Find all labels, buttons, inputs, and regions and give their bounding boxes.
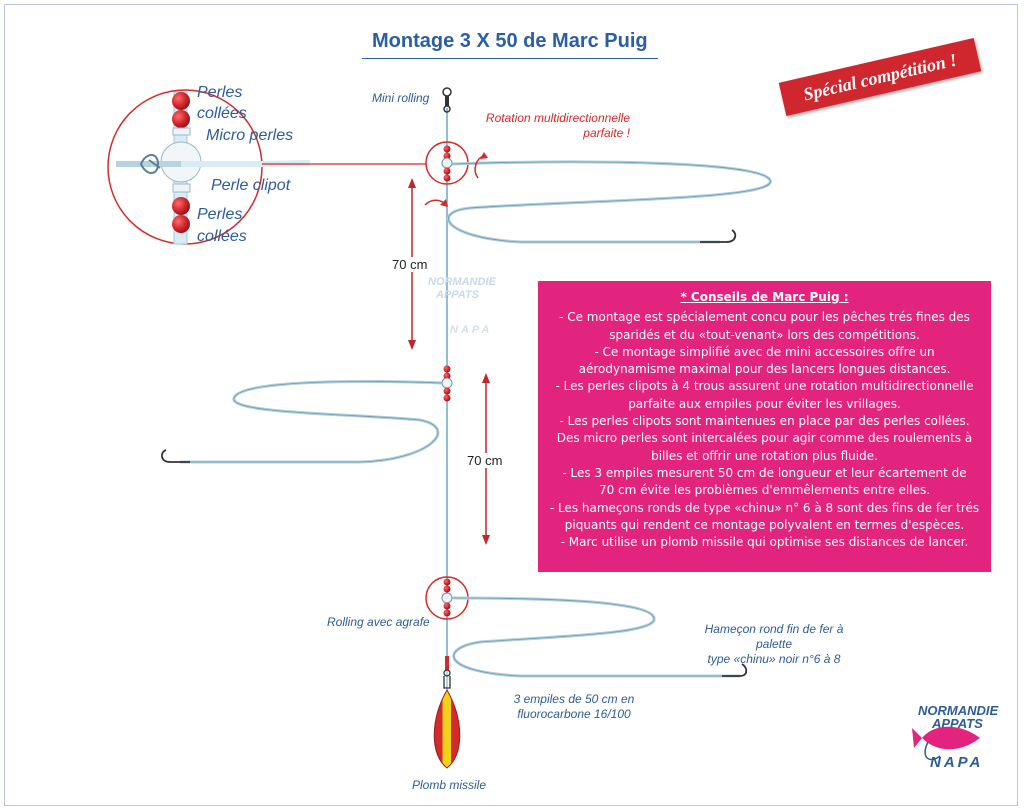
page-frame	[4, 4, 1018, 806]
mini-rolling	[442, 87, 452, 113]
advice-line: billes et offrir une rotation plus fluid…	[651, 448, 878, 463]
watermark-line-2: APPATS	[436, 289, 479, 301]
clip-bead	[441, 592, 453, 604]
rotation-arrow-head	[440, 199, 448, 207]
snood-2-outline	[180, 381, 443, 463]
plomb-missile	[433, 688, 461, 769]
label-rotation: Rotation multidirectionnelle parfaite !	[478, 111, 630, 141]
zoom-label-perles-bottom-1: Perles	[197, 206, 243, 223]
zoom-bead	[172, 215, 190, 233]
distance-label-1: 70 cm	[392, 257, 428, 272]
snood-1-outline	[448, 161, 771, 243]
label-empiles-line-1: 3 empiles de 50 cm en	[513, 692, 635, 706]
label-hamecon-line-1: Hameçon rond fin de fer à palette	[704, 622, 844, 651]
hook-2	[161, 449, 190, 463]
bead	[443, 585, 451, 593]
snood-2	[180, 380, 443, 464]
clip-bead	[441, 157, 453, 169]
label-rolling-agrafe: Rolling avec agrafe	[327, 615, 430, 629]
zoom-bead	[172, 92, 190, 110]
label-plomb: Plomb missile	[412, 778, 487, 792]
bead	[443, 387, 451, 395]
bead	[443, 365, 451, 373]
advice-line: parfaite aux empiles pour éviter les vri…	[628, 396, 901, 411]
advice-line: - Ce montage est spécialement concu pour…	[559, 310, 970, 325]
bead	[443, 372, 451, 380]
title-underline	[362, 58, 658, 59]
zoom-knot	[148, 159, 161, 169]
watermark-mark: NAPA	[450, 324, 493, 336]
watermark-line-1: NORMANDIE	[428, 276, 496, 288]
advice-line: - Les perles clipots à 4 trous assurent …	[555, 379, 974, 394]
label-hamecon: Hameçon rond fin de fer à palette type «…	[688, 622, 860, 667]
distance-arrow-head	[408, 340, 416, 350]
zoom-label-perles-top-1: Perles	[197, 84, 243, 101]
advice-heading: * Conseils de Marc Puig :	[680, 290, 849, 304]
snood-3-outline	[451, 597, 740, 677]
zoom-label-perles-top-2: collées	[197, 105, 247, 122]
brand-mark: NAPA	[930, 754, 984, 771]
zoom-bead	[172, 110, 190, 128]
hook-3	[722, 663, 748, 677]
advice-line: Des micro perles sont intercalées pour a…	[556, 431, 973, 446]
brand-line-1: NORMANDIE	[918, 703, 999, 718]
advice-line: piquants qui rendent ce montage polyvale…	[564, 517, 965, 532]
distance-arrow-head	[408, 178, 416, 188]
zoom-bead	[172, 197, 190, 215]
rotation-arrow-head	[480, 152, 488, 159]
label-rotation-line-1: Rotation multidirectionnelle	[485, 111, 630, 125]
advice-line: aérodynamisme maximal pour des lancers l…	[578, 362, 951, 377]
watermark-brand: NORMANDIE APPATS NAPA	[428, 276, 496, 337]
advice-line: - Ce montage simplifié avec de mini acce…	[594, 344, 935, 359]
advice-line: - Marc utilise un plomb missile qui opti…	[560, 535, 969, 550]
bead	[443, 145, 451, 153]
distance-arrow-head	[482, 373, 490, 383]
zoom-label-perle-clipot: Perle clipot	[211, 177, 291, 194]
distance-label-2: 70 cm	[467, 453, 503, 468]
zoom-micro-bead	[172, 183, 191, 193]
brand-logo: NORMANDIE APPATS	[918, 704, 998, 730]
zoom-detail	[107, 89, 426, 245]
bead	[443, 167, 451, 175]
distance-arrow-head	[482, 535, 490, 545]
advice-line: - Les hameçons ronds de type «chinu» n° …	[549, 500, 980, 515]
bead	[443, 152, 451, 160]
bead	[443, 609, 451, 617]
bead	[443, 578, 451, 586]
label-hamecon-line-2: type «chinu» noir n°6 à 8	[707, 652, 841, 666]
zoom-label-micro-perles: Micro perles	[206, 127, 294, 144]
clip-bead	[441, 377, 453, 389]
zoom-micro-bead	[172, 127, 191, 136]
label-empiles-line-2: fluorocarbone 16/100	[517, 707, 631, 721]
advice-line: 70 cm évite les problèmes d'emmêlements …	[598, 483, 931, 498]
advice-line: - Les perles clipots sont maintenues en …	[559, 414, 970, 429]
brand-line-2: APPATS	[932, 716, 983, 731]
advice-line: - Les 3 empiles mesurent 50 cm de longue…	[562, 465, 967, 480]
page-title: Montage 3 X 50 de Marc Puig	[372, 30, 648, 52]
rolling-agrafe	[443, 656, 451, 689]
advice-line: sparidés et du «tout-venant» lors des co…	[609, 327, 920, 342]
bead	[443, 394, 451, 402]
advice-box: * Conseils de Marc Puig : - Ce montage e…	[538, 281, 991, 572]
label-mini-rolling: Mini rolling	[372, 91, 430, 105]
label-rotation-line-2: parfaite !	[583, 126, 630, 140]
zoom-label-perles-bottom-2: collées	[197, 228, 247, 245]
hook-1	[700, 229, 737, 243]
rotation-arrow	[474, 155, 485, 179]
bead	[443, 602, 451, 610]
zoom-knot	[139, 154, 160, 174]
label-empiles: 3 empiles de 50 cm en fluorocarbone 16/1…	[507, 692, 641, 722]
bead	[443, 174, 451, 182]
snood-1	[447, 160, 772, 244]
